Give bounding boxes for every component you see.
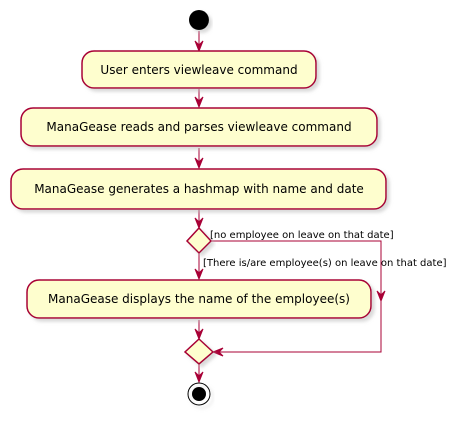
arrowhead-icon — [194, 40, 204, 53]
arrowhead-icon — [194, 371, 204, 384]
action-box — [20, 107, 378, 147]
action-box — [81, 50, 317, 89]
start-node — [189, 10, 209, 30]
merge-node — [183, 337, 215, 365]
decision-node — [185, 226, 213, 255]
arrowhead-icon — [194, 157, 204, 170]
arrowhead-icon — [376, 290, 386, 303]
end-node-core — [192, 387, 206, 401]
arrowhead-icon — [194, 96, 204, 109]
action-box — [26, 279, 372, 319]
end-node-ring — [187, 382, 211, 406]
action-label: User enters viewleave command — [100, 63, 297, 77]
action-node: ManaGease reads and parses viewleave com… — [20, 107, 378, 147]
arrowheads — [194, 40, 386, 384]
action-node: User enters viewleave command — [81, 50, 317, 89]
action-label: ManaGease displays the name of the emplo… — [48, 292, 350, 306]
end-node — [187, 382, 211, 406]
arrowhead-icon — [211, 347, 224, 357]
action-box — [10, 168, 387, 210]
action-node: ManaGease generates a hashmap with name … — [10, 168, 387, 210]
action-label: ManaGease reads and parses viewleave com… — [46, 120, 351, 134]
action-node: ManaGease displays the name of the emplo… — [26, 279, 372, 319]
arrowhead-icon — [194, 328, 204, 341]
arrowhead-icon — [194, 268, 204, 281]
arrowhead-icon — [194, 217, 204, 230]
guard-label-has-employees: [There is/are employee(s) on leave on th… — [203, 258, 447, 269]
action-label: ManaGease generates a hashmap with name … — [34, 182, 364, 196]
guard-label-no-employee: [no employee on leave on that date] — [210, 230, 394, 241]
